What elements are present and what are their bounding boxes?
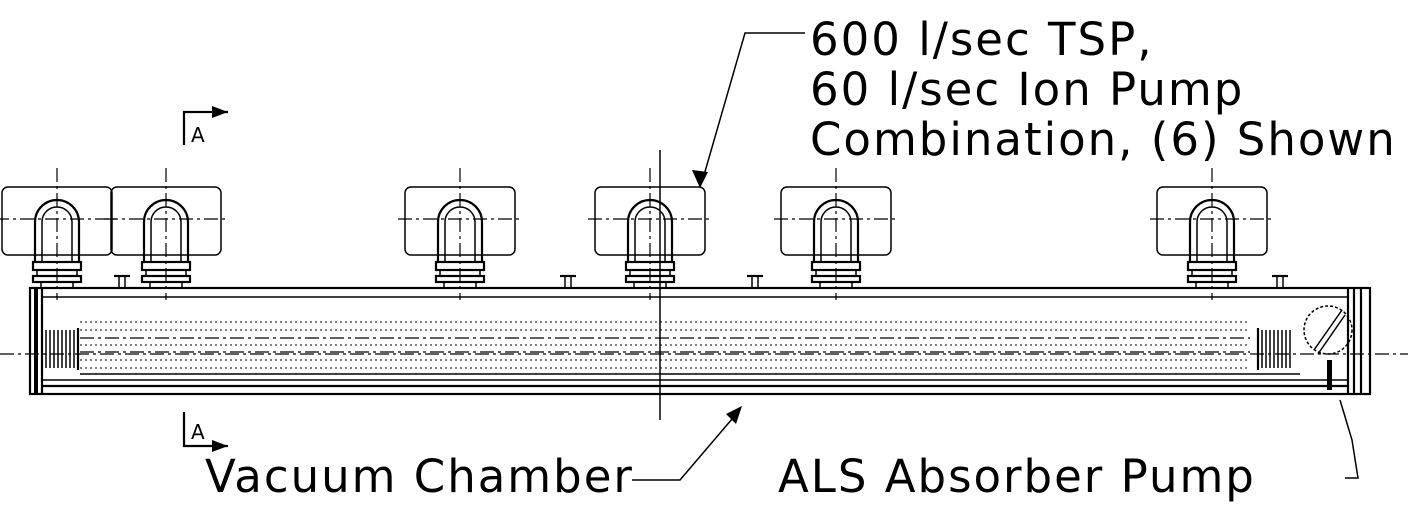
vacuum-chamber-label: Vacuum Chamber (205, 450, 634, 503)
ion-pump-5 (774, 168, 898, 300)
vacuum-chamber-callout: Vacuum Chamber (205, 406, 742, 503)
section-label-top: A (191, 123, 205, 147)
ion-pump-3 (398, 168, 522, 300)
section-label-bottom: A (191, 420, 205, 444)
fitting-3 (747, 274, 763, 288)
ion-pump-6 (1150, 168, 1274, 300)
chamber-fittings (114, 274, 1288, 288)
chamber-leader-arrowhead (726, 406, 742, 424)
fitting-1 (114, 274, 130, 288)
ion-pump-4 (588, 168, 712, 300)
absorber-pump-callout: ALS Absorber Pump (778, 399, 1359, 503)
callout-line-1: 600 l/sec TSP, (810, 13, 1154, 66)
left-end-detail (45, 328, 80, 370)
ion-pump-1 (0, 168, 119, 300)
right-end-detail (1256, 328, 1291, 370)
pump-leader-line (701, 32, 805, 183)
fitting-4 (1272, 274, 1288, 288)
ion-pump-2 (104, 168, 228, 300)
section-marker-bottom: A (182, 412, 228, 452)
fitting-2 (560, 274, 576, 288)
vacuum-chamber-body (28, 286, 1372, 396)
section-marker-top: A (182, 106, 228, 147)
pump-leader-arrowhead (692, 170, 708, 188)
absorber-leader-line (1339, 399, 1359, 479)
ion-pump-assemblies (0, 168, 1274, 300)
callout-line-3: Combination, (6) Shown (810, 113, 1397, 166)
absorber-pump-label: ALS Absorber Pump (778, 450, 1256, 503)
callout-line-2: 60 l/sec Ion Pump (810, 63, 1244, 116)
chamber-leader-line (632, 411, 739, 481)
pump-combination-callout: 600 l/sec TSP, 60 l/sec Ion Pump Combina… (692, 13, 1397, 188)
absorber-pump-symbol (1303, 305, 1353, 390)
